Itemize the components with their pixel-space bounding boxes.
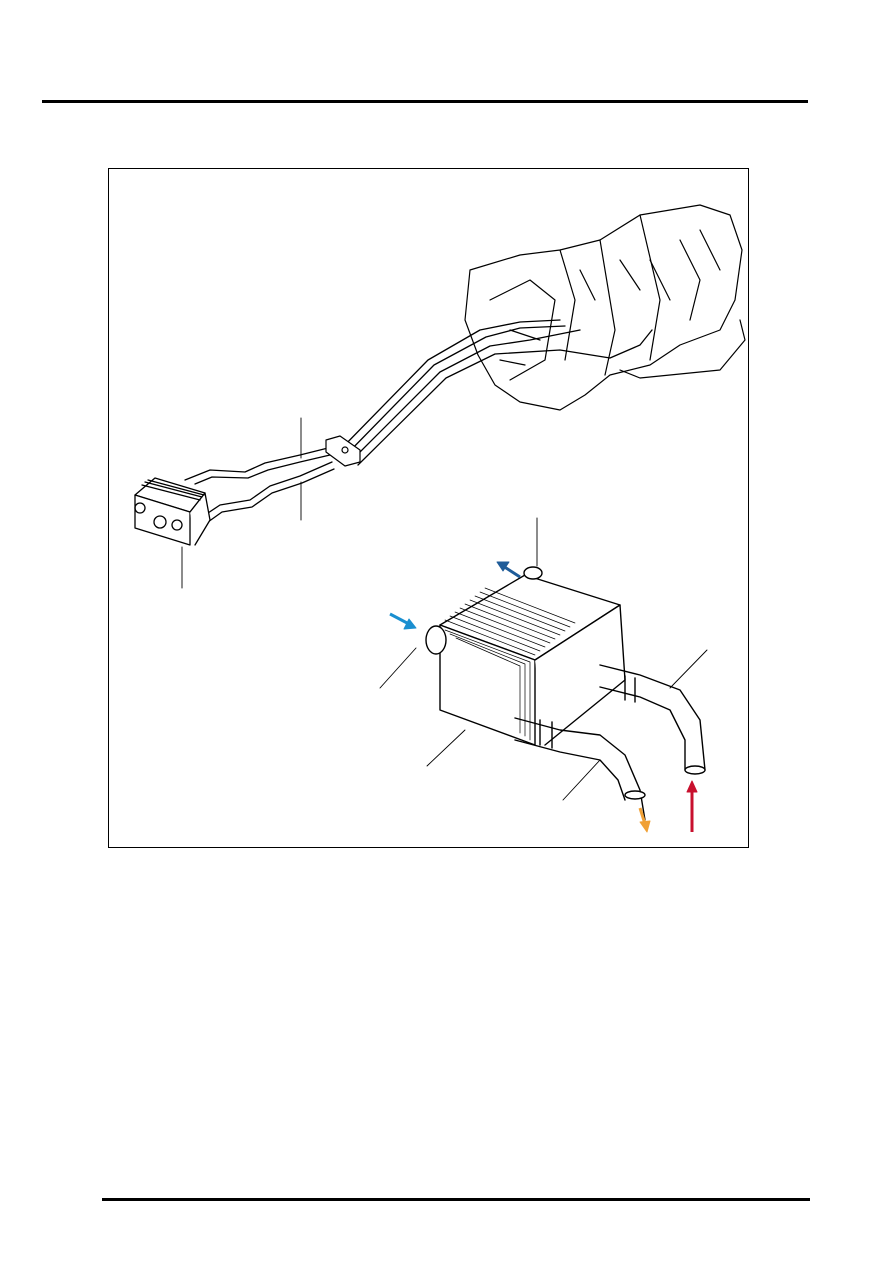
transmission (464, 204, 746, 411)
coolant-out-arrow-icon (496, 561, 521, 579)
large-oil-cooler (425, 566, 626, 746)
fluid-in-arrow-icon (686, 780, 698, 832)
small-oil-cooler (134, 477, 211, 546)
footer-rule (102, 1198, 810, 1201)
cooler-pipes (184, 319, 653, 523)
coolant-in-arrow-icon (389, 612, 417, 630)
illustration-frame (108, 168, 749, 848)
pipe-clip (325, 435, 361, 467)
fluid-out-arrow-icon (638, 807, 651, 833)
callout-leaders (181, 417, 708, 801)
header-rule (42, 100, 808, 103)
